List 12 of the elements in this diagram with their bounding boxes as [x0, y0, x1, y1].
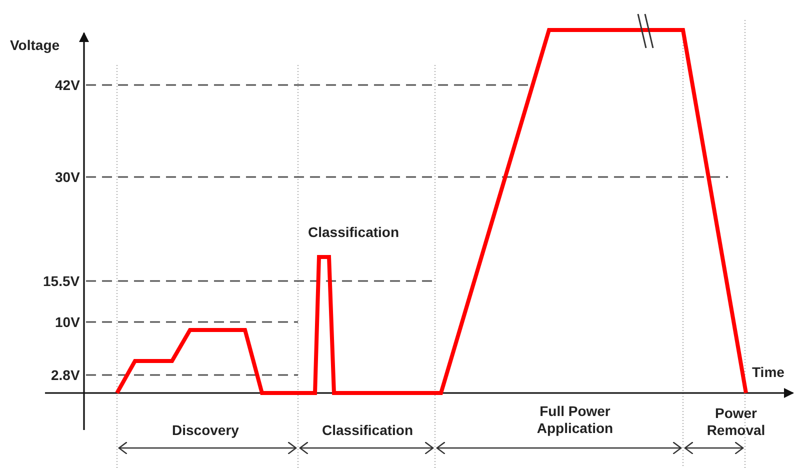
axis-title: Voltage [10, 37, 60, 54]
annotation-label: Classification [308, 224, 400, 241]
phase-label: Classification [322, 422, 414, 439]
tick-label: 42V [55, 77, 80, 94]
phase-label: Discovery [172, 422, 239, 439]
axis-title: Time [752, 364, 784, 381]
phase-label: Full Power Application [536, 403, 614, 437]
tick-label: 30V [55, 169, 80, 186]
tick-label: 10V [55, 314, 80, 331]
tick-label: 15.5V [43, 273, 80, 290]
tick-label: 2.8V [51, 367, 80, 384]
phase-label: Power Removal [706, 405, 766, 439]
